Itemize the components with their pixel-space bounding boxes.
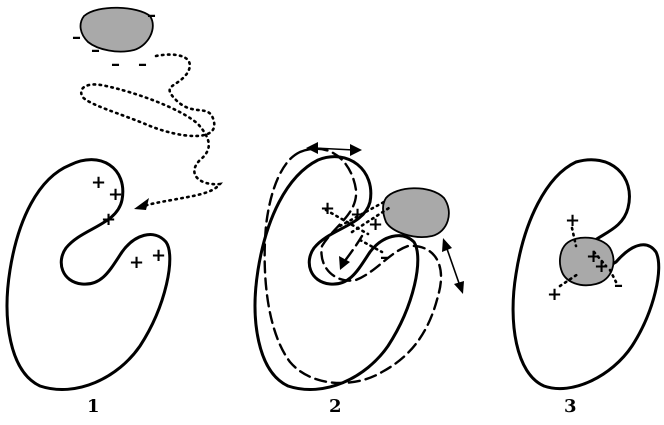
receptor-charge-pos: + <box>565 210 580 231</box>
receptor-charge-pos: + <box>320 198 335 219</box>
ligand-2 <box>382 187 450 238</box>
receptor-dashed-conformation <box>263 147 443 385</box>
receptor-charge-pos: + <box>91 172 106 193</box>
hinge-arrowhead-left <box>306 142 318 154</box>
receptor-charge-pos: + <box>151 245 166 266</box>
panel-label-1: 1 <box>87 396 100 417</box>
receptor-charge-pos: + <box>368 214 383 235</box>
panel-1: – – – – – + + + + + 1 <box>5 5 223 417</box>
hinge-motion-arrow-right <box>445 245 461 287</box>
ligand-charge-neg: – <box>147 5 156 26</box>
ligand-charge-neg: – <box>614 275 623 296</box>
panel-label-2: 2 <box>329 396 342 417</box>
contact-line <box>358 238 384 254</box>
ligand-3-bound <box>559 236 615 287</box>
receptor-charge-pos: + <box>350 204 365 225</box>
ligand-charge-neg: – <box>72 27 81 48</box>
hinge-arrowhead-up <box>442 238 452 252</box>
contact-line <box>558 272 580 288</box>
inward-arrow-shaft <box>342 234 364 264</box>
ligand-charge-neg: – <box>111 54 120 75</box>
receptor-charge-pos: + <box>594 256 609 277</box>
hinge-motion-arrow-top <box>313 147 355 151</box>
receptor-charge-pos: + <box>129 252 144 273</box>
receptor-charge-pos: + <box>547 284 562 305</box>
ligand-charge-neg: – <box>380 247 389 268</box>
receptor-outline-3 <box>511 158 661 391</box>
receptor-charge-pos: + <box>586 246 601 267</box>
contact-line <box>338 200 386 228</box>
ligand-1 <box>79 6 154 53</box>
receptor-charge-pos: + <box>108 184 123 205</box>
receptor-outline-1 <box>5 158 172 391</box>
panel-label-3: 3 <box>564 396 577 417</box>
receptor-charge-pos: + <box>101 209 116 230</box>
receptor-outline-2 <box>253 155 420 391</box>
ligand-charge-neg: – <box>91 40 100 61</box>
arrowhead-1 <box>134 198 149 210</box>
ligand-charge-neg: – <box>138 54 147 75</box>
contact-line <box>608 268 618 284</box>
diffusion-path-1 <box>79 53 223 209</box>
hinge-arrowhead-right <box>350 144 362 156</box>
contact-line <box>350 204 394 234</box>
hinge-arrowhead-down <box>454 281 464 294</box>
panel-3: + + + + – 3 <box>511 158 661 417</box>
panel-2: + + + – 2 <box>253 142 464 417</box>
inward-arrowhead <box>339 256 350 270</box>
